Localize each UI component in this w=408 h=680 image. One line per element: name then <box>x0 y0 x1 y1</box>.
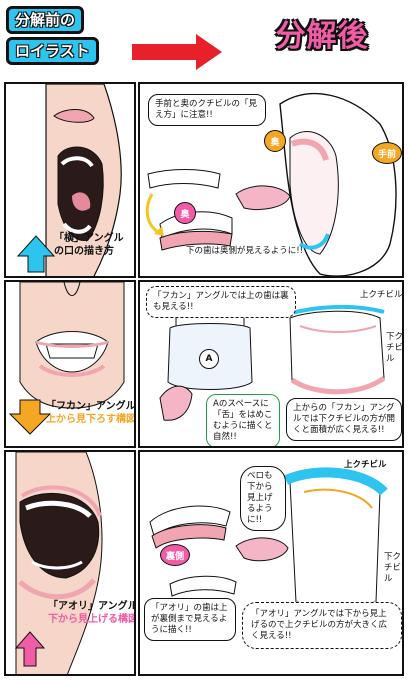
top-down-mouth-illustration <box>8 282 125 435</box>
row1-tag-back: 奥 <box>264 130 286 152</box>
row2-note-top: 「フカン」アングルでは上の歯は裏も見える!! <box>146 286 296 318</box>
row1-note-bubble: 手前と奥のクチビルの「見え方」に注意!! <box>148 94 266 126</box>
orange-arrow-icon <box>8 399 52 435</box>
row1-caption-line1: 「横」アングル <box>54 233 124 244</box>
after-title: 分解後 <box>240 10 404 56</box>
row2-label-upper-lip: 上クチビル <box>360 290 403 300</box>
before-title-line1: 分解前の <box>6 6 85 34</box>
row2-note-space: Aのスペースに「舌」をはめこむように描くと自然!! <box>206 394 280 446</box>
row3-note-teeth: 「アオリ」の歯は上が裏側まで見えるように描く!! <box>144 598 236 641</box>
row1-tag-back-small: 奥 <box>174 202 196 224</box>
low-angle-mouth-illustration <box>14 452 103 674</box>
low-angle-mouth-breakdown <box>149 467 388 614</box>
row3-after-panel: ベロも下から見上げるように!! 裏側 上クチビル 下クチビル 「アオリ」の歯は上… <box>138 450 404 676</box>
row2-marker-a: A <box>199 349 219 369</box>
row1-caption-line2: の口の描き方 <box>54 246 114 257</box>
row3-caption-line1: 「アオリ」アングル <box>48 601 136 612</box>
red-arrow-icon <box>132 34 222 70</box>
after-title-text: 分解後 <box>275 19 369 54</box>
before-title-line2: ロイラスト <box>6 37 99 65</box>
side-mouth-illustration <box>16 84 122 276</box>
row1-tag-front: 手前 <box>372 142 402 164</box>
row2-caption-line1: 「フカン」アングル <box>46 401 136 412</box>
row2-label-lower-lip: 下クチビル <box>386 332 404 364</box>
row1-note-lower-teeth: 下の歯は奥側が見えるように!! <box>186 246 304 256</box>
blue-arrow-icon <box>16 235 56 273</box>
before-title: 分解前の ロイラスト <box>6 6 126 68</box>
row2-note-open: 上からの「フカン」アングルでは下クチビルの方が開くと面積が広く見える!! <box>286 398 402 441</box>
row2-before-panel: 「フカン」アングル 上から見下ろす構図 <box>4 280 136 448</box>
row2-after-panel: 「フカン」アングルでは上の歯は裏も見える!! 上クチビル 下クチビル A Aのス… <box>138 280 404 448</box>
row3-tag-back: 裏側 <box>160 544 190 566</box>
row3-before-panel: 「アオリ」アングル 下から見上げる構図 <box>4 450 136 676</box>
yellow-arrow-icon <box>145 193 159 234</box>
row1-before-panel: 「横」アングル の口の描き方 <box>4 82 136 278</box>
row3-note-tongue: ベロも下から見上げるように!! <box>240 466 286 531</box>
row3-caption-line2: 下から見上げる構図 <box>48 614 136 625</box>
side-mouth-breakdown <box>145 92 397 276</box>
pink-arrow-icon <box>14 631 46 667</box>
row3-note-open: 「アオリ」アングルでは下から見上げるので上クチビルの方が大きく広く見える!! <box>242 602 402 649</box>
row1-after-panel: 手前と奥のクチビルの「見え方」に注意!! 奥 手前 奥 下の歯は奥側が見えるよう… <box>138 82 404 278</box>
row2-caption-line2: 上から見下ろす構図 <box>46 414 136 425</box>
row3-label-lower-lip: 下クチビル <box>384 552 402 584</box>
row3-label-upper-lip: 上クチビル <box>344 460 387 470</box>
